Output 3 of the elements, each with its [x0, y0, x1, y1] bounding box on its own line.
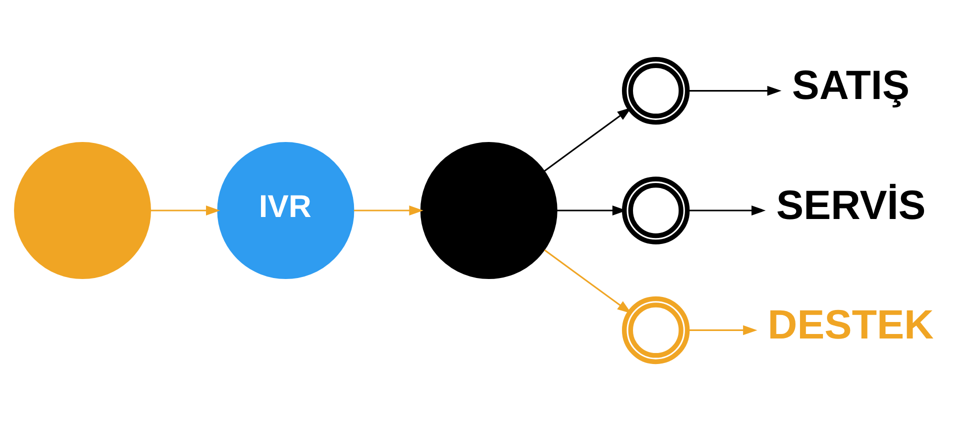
node-text: SERVİS: [776, 182, 926, 228]
node-text: DESTEK: [768, 302, 934, 348]
node-text: SATIŞ: [792, 62, 910, 108]
